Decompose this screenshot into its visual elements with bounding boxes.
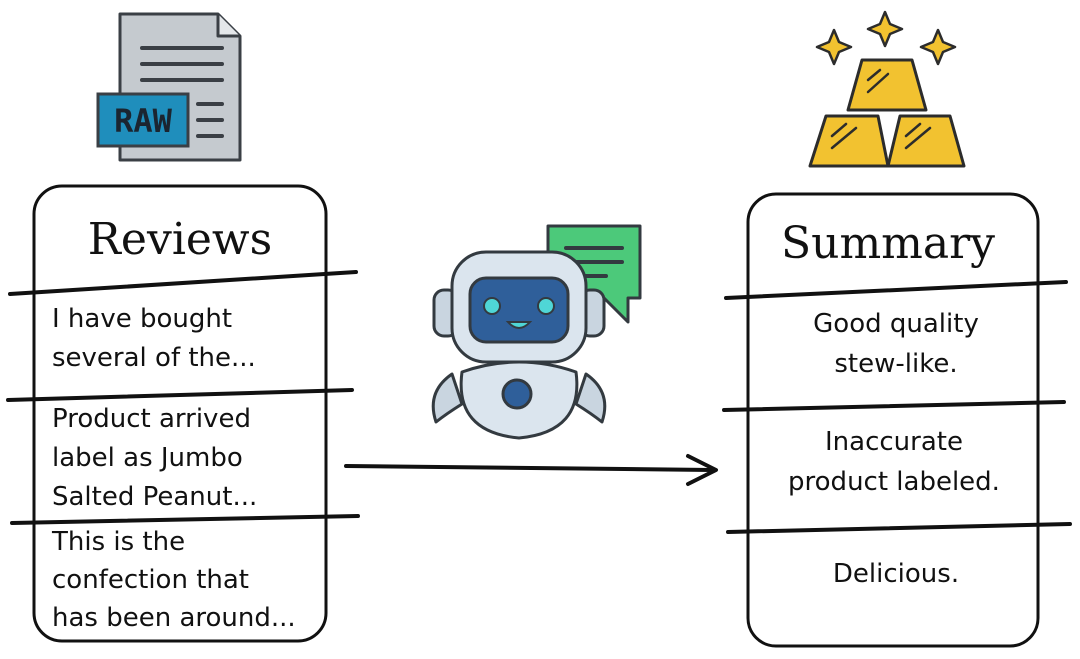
robot-icon (431, 224, 642, 440)
summary-divider (724, 280, 1068, 300)
summary-divider (726, 522, 1072, 534)
review-item: I have bought several of the... (52, 304, 256, 373)
raw-document-icon: RAW (96, 12, 242, 162)
summary-item: Inaccurate product labeled. (788, 427, 1000, 497)
reviews-divider (10, 514, 360, 525)
summary-line: product labeled. (788, 467, 1000, 497)
review-line: confection that (52, 565, 249, 595)
review-line: I have bought (52, 304, 232, 334)
summary-line: Inaccurate (825, 427, 963, 457)
summary-card: Summary Good quality stew-like. Inaccura… (722, 192, 1072, 648)
review-item: This is the confection that has been aro… (51, 527, 296, 633)
summary-line: Delicious. (833, 559, 959, 589)
reviews-card: Reviews I have bought several of the... … (6, 184, 360, 643)
review-line: label as Jumbo (52, 443, 243, 473)
raw-badge-label: RAW (114, 102, 173, 140)
summary-item: Delicious. (833, 559, 959, 589)
summary-divider (722, 400, 1066, 412)
review-item: Product arrived label as Jumbo Salted Pe… (52, 404, 257, 512)
summary-item: Good quality stew-like. (813, 309, 979, 379)
review-line: several of the... (52, 343, 256, 373)
review-line: has been around... (52, 603, 296, 633)
review-line: Product arrived (52, 404, 251, 434)
reviews-divider (8, 270, 358, 296)
flow-arrow (344, 454, 718, 486)
summary-line: stew-like. (834, 349, 957, 379)
gold-bars-icon (808, 10, 966, 168)
summary-title: Summary (781, 218, 995, 269)
review-line: This is the (51, 527, 185, 557)
review-line: Salted Peanut... (52, 482, 257, 512)
reviews-divider (6, 388, 354, 402)
reviews-title: Reviews (88, 214, 272, 265)
sparkle-icon (815, 10, 957, 66)
summary-line: Good quality (813, 309, 979, 339)
